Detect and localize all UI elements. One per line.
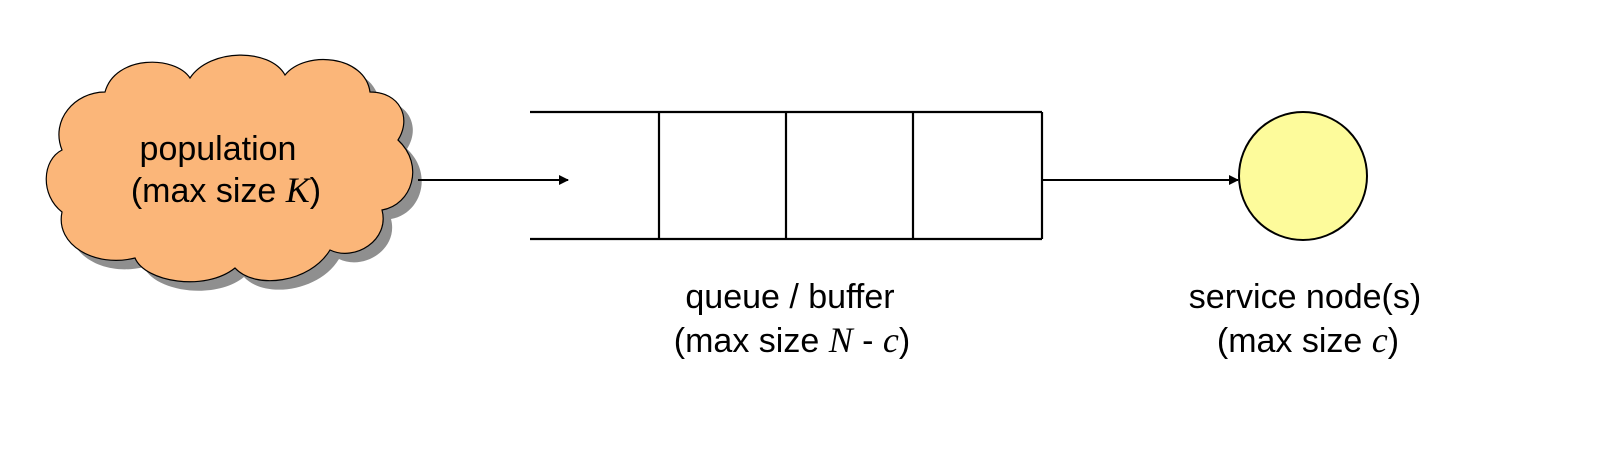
population-label-suffix: ) (310, 172, 321, 210)
queue-size-var-c: c (883, 320, 899, 360)
population-cloud: population (max size K) (45, 54, 422, 291)
service-label-prefix: (max size (1217, 322, 1372, 360)
population-size-var: K (285, 170, 312, 210)
population-cloud-body (45, 54, 414, 283)
service-label-line1: service node(s) (1189, 278, 1421, 316)
population-label-prefix: (max size (131, 172, 286, 210)
queue-label-mid: - (853, 322, 883, 360)
service-node-circle (1238, 111, 1368, 241)
queue-size-var-n: N (828, 320, 855, 360)
service-label-suffix: ) (1388, 322, 1399, 360)
service-label-line2: (max size c) (1217, 320, 1399, 360)
queue-label-line2: (max size N - c) (674, 320, 910, 360)
queue-label-line1: queue / buffer (685, 278, 894, 316)
queue-label-suffix: ) (899, 322, 910, 360)
service-size-var: c (1372, 320, 1388, 360)
population-label-line1: population (140, 130, 297, 168)
population-label-line2: (max size K) (131, 170, 321, 210)
queue-buffer (530, 110, 1044, 241)
queue-label-prefix: (max size (674, 322, 829, 360)
